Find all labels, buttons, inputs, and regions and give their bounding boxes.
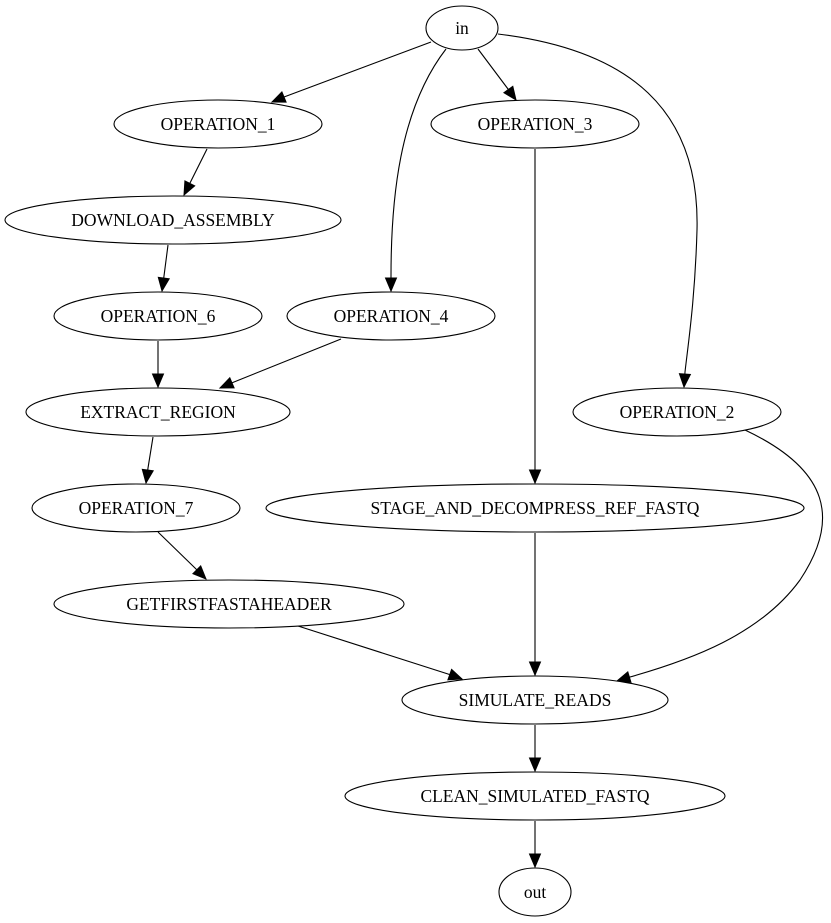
edge-line [616,429,823,682]
edge-op3-to-stage [528,149,542,485]
node-label: OPERATION_2 [620,402,735,422]
arrowhead [270,91,287,103]
node-label: in [455,18,469,38]
arrowhead [218,376,235,389]
arrowhead [192,565,207,580]
node-ellipse [53,579,405,629]
edges-layer [141,33,823,869]
node-ellipse [4,195,342,245]
arrowhead [678,373,692,389]
node-op7[interactable]: OPERATION_7 [31,483,241,533]
edge-simulate-to-clean [528,725,542,773]
node-ellipse [25,387,291,437]
arrowhead [151,373,165,389]
node-ellipse [53,291,263,341]
arrowhead [447,668,464,681]
edge-op2-to-simulate [615,429,823,683]
node-ellipse [572,387,782,437]
edge-extract-to-op7 [141,436,155,485]
edge-stage-to-simulate [528,533,542,677]
arrowhead [528,757,542,773]
edge-in-to-op1 [270,41,432,103]
node-ellipse [425,5,499,51]
node-ellipse [430,99,640,149]
node-simulate[interactable]: SIMULATE_READS [401,675,669,725]
arrowhead [157,276,171,293]
edge-download-to-op6 [157,244,171,293]
node-ellipse [344,771,726,821]
edge-in-to-op4 [384,48,447,293]
node-label: STAGE_AND_DECOMPRESS_REF_FASTQ [371,498,700,518]
node-op4[interactable]: OPERATION_4 [286,291,496,341]
node-ellipse [286,291,496,341]
node-label: GETFIRSTFASTAHEADER [126,594,332,614]
node-label: CLEAN_SIMULATED_FASTQ [420,786,649,806]
arrowhead [384,277,398,293]
edge-line [219,338,342,389]
node-ellipse [401,675,669,725]
node-label: OPERATION_4 [334,306,449,326]
node-op3[interactable]: OPERATION_3 [430,99,640,149]
node-extract[interactable]: EXTRACT_REGION [25,387,291,437]
node-op2[interactable]: OPERATION_2 [572,387,782,437]
node-out[interactable]: out [498,867,572,917]
node-ellipse [498,867,572,917]
node-download[interactable]: DOWNLOAD_ASSEMBLY [4,195,342,245]
edge-in-to-op3 [477,48,517,102]
edge-op1-to-download [183,148,208,197]
edge-getfirst-to-simulate [297,625,464,681]
node-label: OPERATION_1 [161,114,276,134]
node-label: OPERATION_6 [101,306,216,326]
arrowhead [183,180,196,197]
node-ellipse [113,99,323,149]
node-label: OPERATION_3 [478,114,593,134]
node-stage[interactable]: STAGE_AND_DECOMPRESS_REF_FASTQ [265,483,805,533]
node-op1[interactable]: OPERATION_1 [113,99,323,149]
arrowhead [141,468,155,485]
node-in[interactable]: in [425,5,499,51]
edge-op7-to-getfirst [157,531,207,580]
edge-clean-to-out [528,821,542,869]
node-label: DOWNLOAD_ASSEMBLY [71,210,275,230]
node-op6[interactable]: OPERATION_6 [53,291,263,341]
arrowhead [528,469,542,485]
edge-line [271,41,432,103]
edge-line [390,48,447,291]
arrowhead [615,671,632,683]
edge-op6-to-extract [151,341,165,389]
edge-line [497,33,698,388]
node-label: EXTRACT_REGION [80,402,236,422]
arrowhead [502,85,517,102]
node-label: OPERATION_7 [79,498,194,518]
node-label: out [524,882,547,902]
node-clean[interactable]: CLEAN_SIMULATED_FASTQ [344,771,726,821]
node-ellipse [265,483,805,533]
edge-in-to-op2 [497,33,698,389]
node-ellipse [31,483,241,533]
edge-line [297,625,463,680]
arrowhead [528,661,542,677]
node-label: SIMULATE_READS [459,690,612,710]
node-getfirst[interactable]: GETFIRSTFASTAHEADER [53,579,405,629]
arrowhead [528,853,542,869]
edge-op4-to-extract [218,338,342,389]
